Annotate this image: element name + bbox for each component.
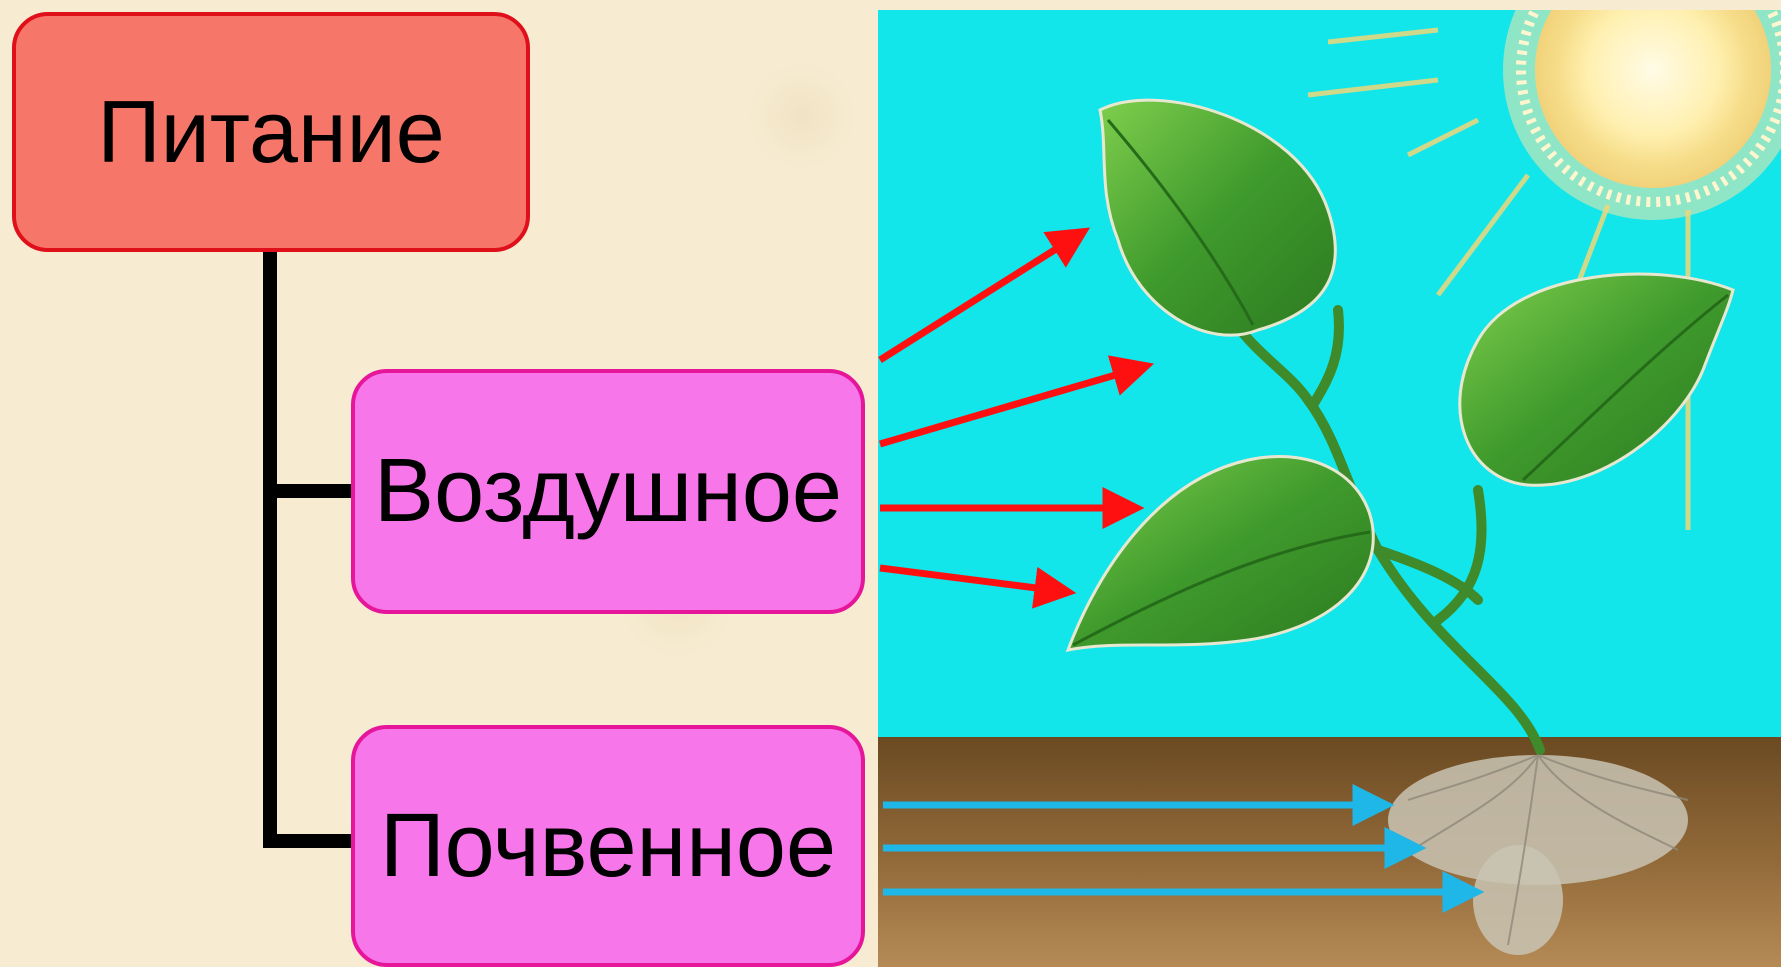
- plant-illustration: [878, 10, 1781, 967]
- node-air-nutrition: Воздушное: [351, 369, 865, 614]
- leaf-top: [1098, 98, 1337, 337]
- tree-connector-air: [263, 484, 355, 498]
- node-nutrition: Питание: [12, 12, 530, 252]
- air-arrow: [879, 355, 1155, 448]
- node-nutrition-label: Питание: [97, 82, 445, 181]
- leaf-right: [1458, 272, 1735, 487]
- node-soil-nutrition-label: Почвенное: [379, 795, 837, 896]
- tree-connector-vertical: [263, 252, 277, 848]
- air-arrow: [879, 564, 1077, 609]
- node-soil-nutrition: Почвенное: [351, 725, 865, 967]
- soil-arrows: [883, 784, 1485, 913]
- tree-connector-soil: [263, 834, 355, 848]
- sun-icon: [1307, 10, 1781, 530]
- plant-roots: [1388, 754, 1689, 955]
- air-arrows: [878, 227, 1155, 609]
- air-arrow: [878, 227, 1091, 363]
- leaf-bottom: [1065, 455, 1375, 652]
- node-air-nutrition-label: Воздушное: [374, 441, 842, 541]
